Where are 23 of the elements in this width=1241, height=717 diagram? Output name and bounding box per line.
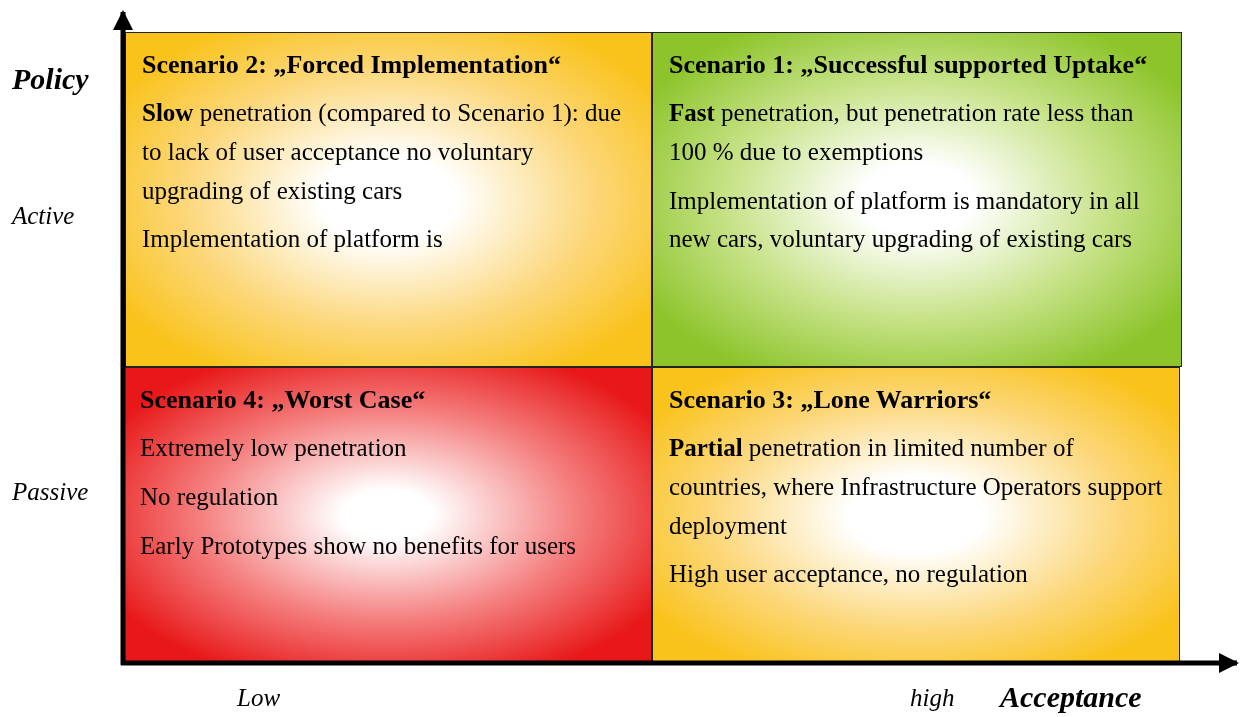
axis-level-label: Active bbox=[12, 202, 75, 230]
axis-title: Policy bbox=[12, 62, 89, 96]
axis-level-label: high bbox=[910, 684, 955, 712]
scenario-quadrant bbox=[125, 32, 652, 367]
scenario-description: Partial penetration in limited number of countries, where Infrastructure Operators support deployment bbox=[669, 433, 1163, 541]
scenario-description: Early Prototypes show no benefits for users bbox=[140, 530, 578, 561]
scenario-quadrant bbox=[652, 32, 1182, 367]
scenario-description: Fast penetration, but penetration rate less than 100 % due to exemptions bbox=[669, 98, 1135, 167]
axis-level-label: Passive bbox=[12, 478, 89, 506]
scenario-description: Slow penetration (compared to Scenario 1): due to lack of user acceptance no voluntary upgrading of existing cars bbox=[142, 98, 623, 206]
scenario-title: Scenario 2: „Forced Implementation“ bbox=[142, 49, 563, 81]
scenario-description: Implementation of platform is bbox=[142, 224, 444, 255]
scenario-title: Scenario 4: „Worst Case“ bbox=[140, 384, 427, 416]
axis-level-label: Low bbox=[237, 684, 281, 712]
scenario-description: High user acceptance, no regulation bbox=[669, 559, 1029, 590]
scenario-quadrant bbox=[652, 367, 1180, 663]
scenario-description: Implementation of platform is mandatory in all new cars, voluntary upgrading of existing cars bbox=[669, 185, 1141, 255]
scenario-title: Scenario 3: „Lone Warriors“ bbox=[669, 384, 993, 416]
scenario-description: Extremely low penetration bbox=[140, 433, 408, 463]
scenario-description: No regulation bbox=[140, 481, 280, 512]
scenario-quadrant bbox=[123, 367, 652, 663]
scenario-title: Scenario 1: „Successful supported Uptake“ bbox=[669, 49, 1149, 81]
axis-title: Acceptance bbox=[1000, 680, 1142, 714]
